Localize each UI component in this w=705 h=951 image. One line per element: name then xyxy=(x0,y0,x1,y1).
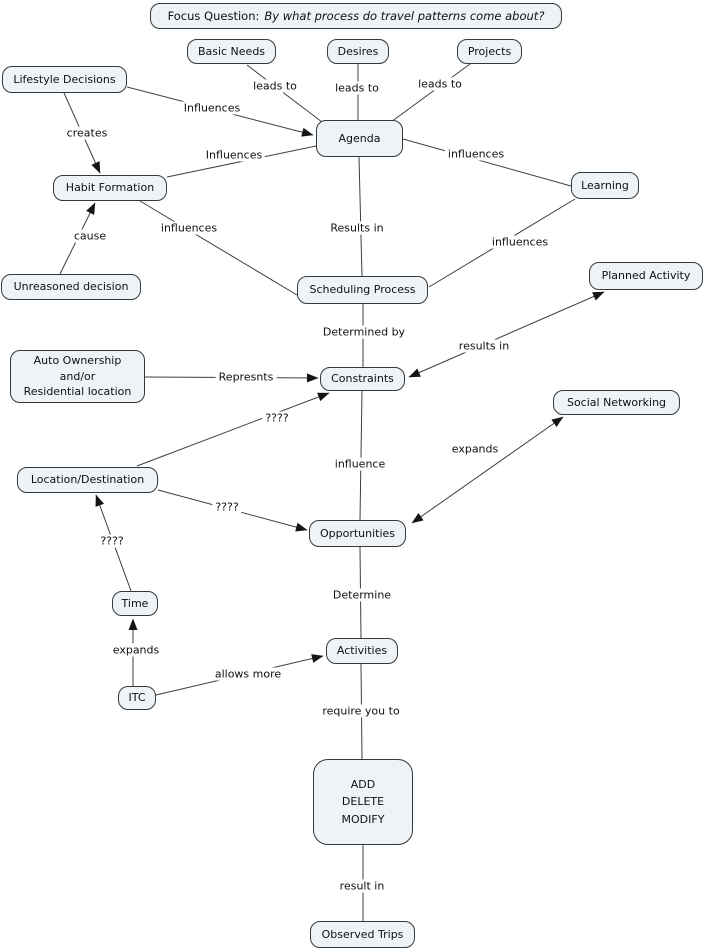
edge-basic-agenda xyxy=(246,64,323,123)
edge-label-activities-addmod[interactable]: require you to xyxy=(319,704,403,718)
edge-label-constraints-opportunities[interactable]: influence xyxy=(331,457,389,471)
edge-label-scheduling-constraints[interactable]: Determined by xyxy=(319,325,409,339)
edge-label-lifestyle-habit[interactable]: creates xyxy=(63,126,111,140)
edge-label-auto-constraints[interactable]: Represnts xyxy=(215,370,277,384)
edge-constraints-opportunities xyxy=(359,390,363,521)
edge-agenda-scheduling xyxy=(358,156,363,277)
node-social-networking[interactable]: Social Networking xyxy=(553,390,680,415)
node-activities[interactable]: Activities xyxy=(326,638,398,664)
node-scheduling-process[interactable]: Scheduling Process xyxy=(297,276,428,304)
edge-label-desires-agenda[interactable]: leads to xyxy=(332,81,382,95)
edge-label-agenda-learning[interactable]: influences xyxy=(444,147,508,161)
edge-label-agenda-scheduling[interactable]: Results in xyxy=(327,221,387,235)
node-itc[interactable]: ITC xyxy=(118,686,156,710)
edge-projects-agenda xyxy=(390,63,471,123)
node-agenda[interactable]: Agenda xyxy=(316,120,403,157)
edge-label-projects-agenda[interactable]: leads to xyxy=(415,77,465,91)
edge-label-habit-agenda[interactable]: Influences xyxy=(202,148,266,162)
node-projects[interactable]: Projects xyxy=(457,39,522,64)
edge-label-planned-constraints[interactable]: results in xyxy=(455,339,513,353)
edge-label-learning-scheduling[interactable]: influences xyxy=(488,235,552,249)
edge-label-time-location[interactable]: ???? xyxy=(97,534,127,548)
focus-question-box[interactable]: Focus Question: By what process do trave… xyxy=(150,3,562,29)
node-desires[interactable]: Desires xyxy=(327,39,389,64)
node-constraints[interactable]: Constraints xyxy=(320,367,405,391)
edge-label-addmod-observed[interactable]: result in xyxy=(336,879,388,893)
edge-label-unreasoned-habit[interactable]: cause xyxy=(70,229,110,243)
node-basic-needs[interactable]: Basic Needs xyxy=(187,39,276,64)
edge-location-constraints xyxy=(136,392,330,467)
node-lifestyle-decisions[interactable]: Lifestyle Decisions xyxy=(2,66,127,93)
edge-label-location-constraints[interactable]: ???? xyxy=(262,411,292,425)
edge-habit-scheduling xyxy=(139,200,298,296)
node-planned-activity[interactable]: Planned Activity xyxy=(589,262,703,290)
node-auto-ownership[interactable]: Auto Ownership and/or Residential locati… xyxy=(10,350,145,403)
edge-planned-constraints xyxy=(408,291,605,378)
edge-label-location-opportunities[interactable]: ???? xyxy=(212,500,242,514)
edge-label-basic-agenda[interactable]: leads to xyxy=(250,79,300,93)
edge-opportunities-social xyxy=(411,416,564,524)
node-observed-trips[interactable]: Observed Trips xyxy=(310,921,415,948)
edge-label-itc-time[interactable]: expands xyxy=(109,643,163,657)
edge-agenda-learning xyxy=(402,138,572,187)
edge-label-lifestyle-agenda[interactable]: Influences xyxy=(180,101,244,115)
node-add-delete-modify[interactable]: ADD DELETE MODIFY xyxy=(313,759,413,845)
edge-label-habit-scheduling[interactable]: influences xyxy=(157,221,221,235)
node-unreasoned-decision[interactable]: Unreasoned decision xyxy=(1,274,141,300)
edge-label-itc-activities[interactable]: allows more xyxy=(211,667,285,681)
node-time[interactable]: Time xyxy=(112,591,158,616)
node-habit-formation[interactable]: Habit Formation xyxy=(53,175,167,201)
edge-label-opportunities-activities[interactable]: Determine xyxy=(329,588,395,602)
node-opportunities[interactable]: Opportunities xyxy=(309,520,406,547)
focus-question-label: Focus Question: xyxy=(167,8,260,23)
node-learning[interactable]: Learning xyxy=(571,172,639,199)
focus-question-text: By what process do travel patterns come … xyxy=(264,8,545,23)
node-location-destination[interactable]: Location/Destination xyxy=(17,467,158,493)
edge-label-opportunities-social[interactable]: expands xyxy=(448,442,502,456)
